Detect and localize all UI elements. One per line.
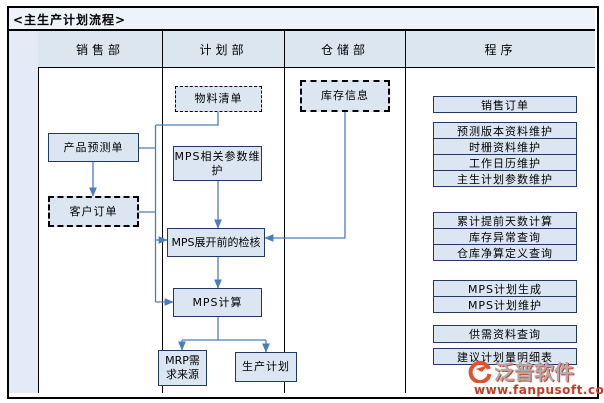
program-sales-order: 销售订单 — [433, 96, 577, 113]
vendor-brand-text: 泛普软件 — [494, 360, 574, 384]
program-cumulative-lead-days: 累计提前天数计算 — [433, 212, 577, 229]
program-mps-plan-generate: MPS计划生成 — [433, 280, 577, 297]
vendor-logo-icon — [468, 360, 492, 383]
lane-divider — [162, 31, 163, 393]
node-inventory-info: 库存信息 — [300, 80, 390, 112]
lane-header-sales: 销售部 — [38, 31, 162, 68]
node-product-forecast: 产品预测单 — [48, 133, 139, 162]
program-warehouse-netting-query: 仓库净算定义查询 — [433, 244, 577, 261]
lane-divider — [284, 31, 285, 393]
node-mps-precheck: MPS展开前的检核 — [167, 228, 265, 257]
lane-divider — [405, 31, 406, 393]
node-mrp-demand-source: MRP需求来源 — [158, 350, 207, 386]
program-suggested-plan-detail: 建议计划量明细表 — [433, 348, 577, 365]
lane-header-planning: 计划部 — [163, 31, 284, 68]
vendor-url-text: www.fanpusoft.com — [474, 383, 604, 397]
lane-header-program: 程序 — [406, 31, 595, 68]
node-mps-parameters: MPS相关参数维护 — [173, 146, 262, 181]
vendor-watermark: 泛普软件 www.fanpusoft.com — [468, 356, 604, 400]
program-work-calendar-maintenance: 工作日历维护 — [433, 154, 577, 171]
node-mps-calculation: MPS计算 — [173, 288, 262, 317]
program-time-fence-maintenance: 时栅资料维护 — [433, 138, 577, 155]
program-mps-plan-maintain: MPS计划维护 — [433, 296, 577, 313]
node-production-plan: 生产计划 — [235, 352, 297, 382]
node-customer-order: 客户订单 — [48, 196, 139, 227]
page-title: <主生产计划流程> — [13, 13, 127, 27]
lane-header-warehouse: 仓储部 — [285, 31, 405, 68]
title-bar: <主生产计划流程> — [9, 8, 595, 31]
program-supply-demand-query: 供需资料查询 — [433, 325, 577, 343]
program-forecast-version-maintenance: 预测版本资料维护 — [433, 122, 577, 139]
program-inventory-exception-query: 库存异常查询 — [433, 228, 577, 245]
program-master-plan-parameter-maintenance: 主生计划参数维护 — [433, 170, 577, 187]
left-spacer-lane — [9, 31, 39, 393]
node-bill-of-materials: 物料清单 — [175, 86, 262, 112]
